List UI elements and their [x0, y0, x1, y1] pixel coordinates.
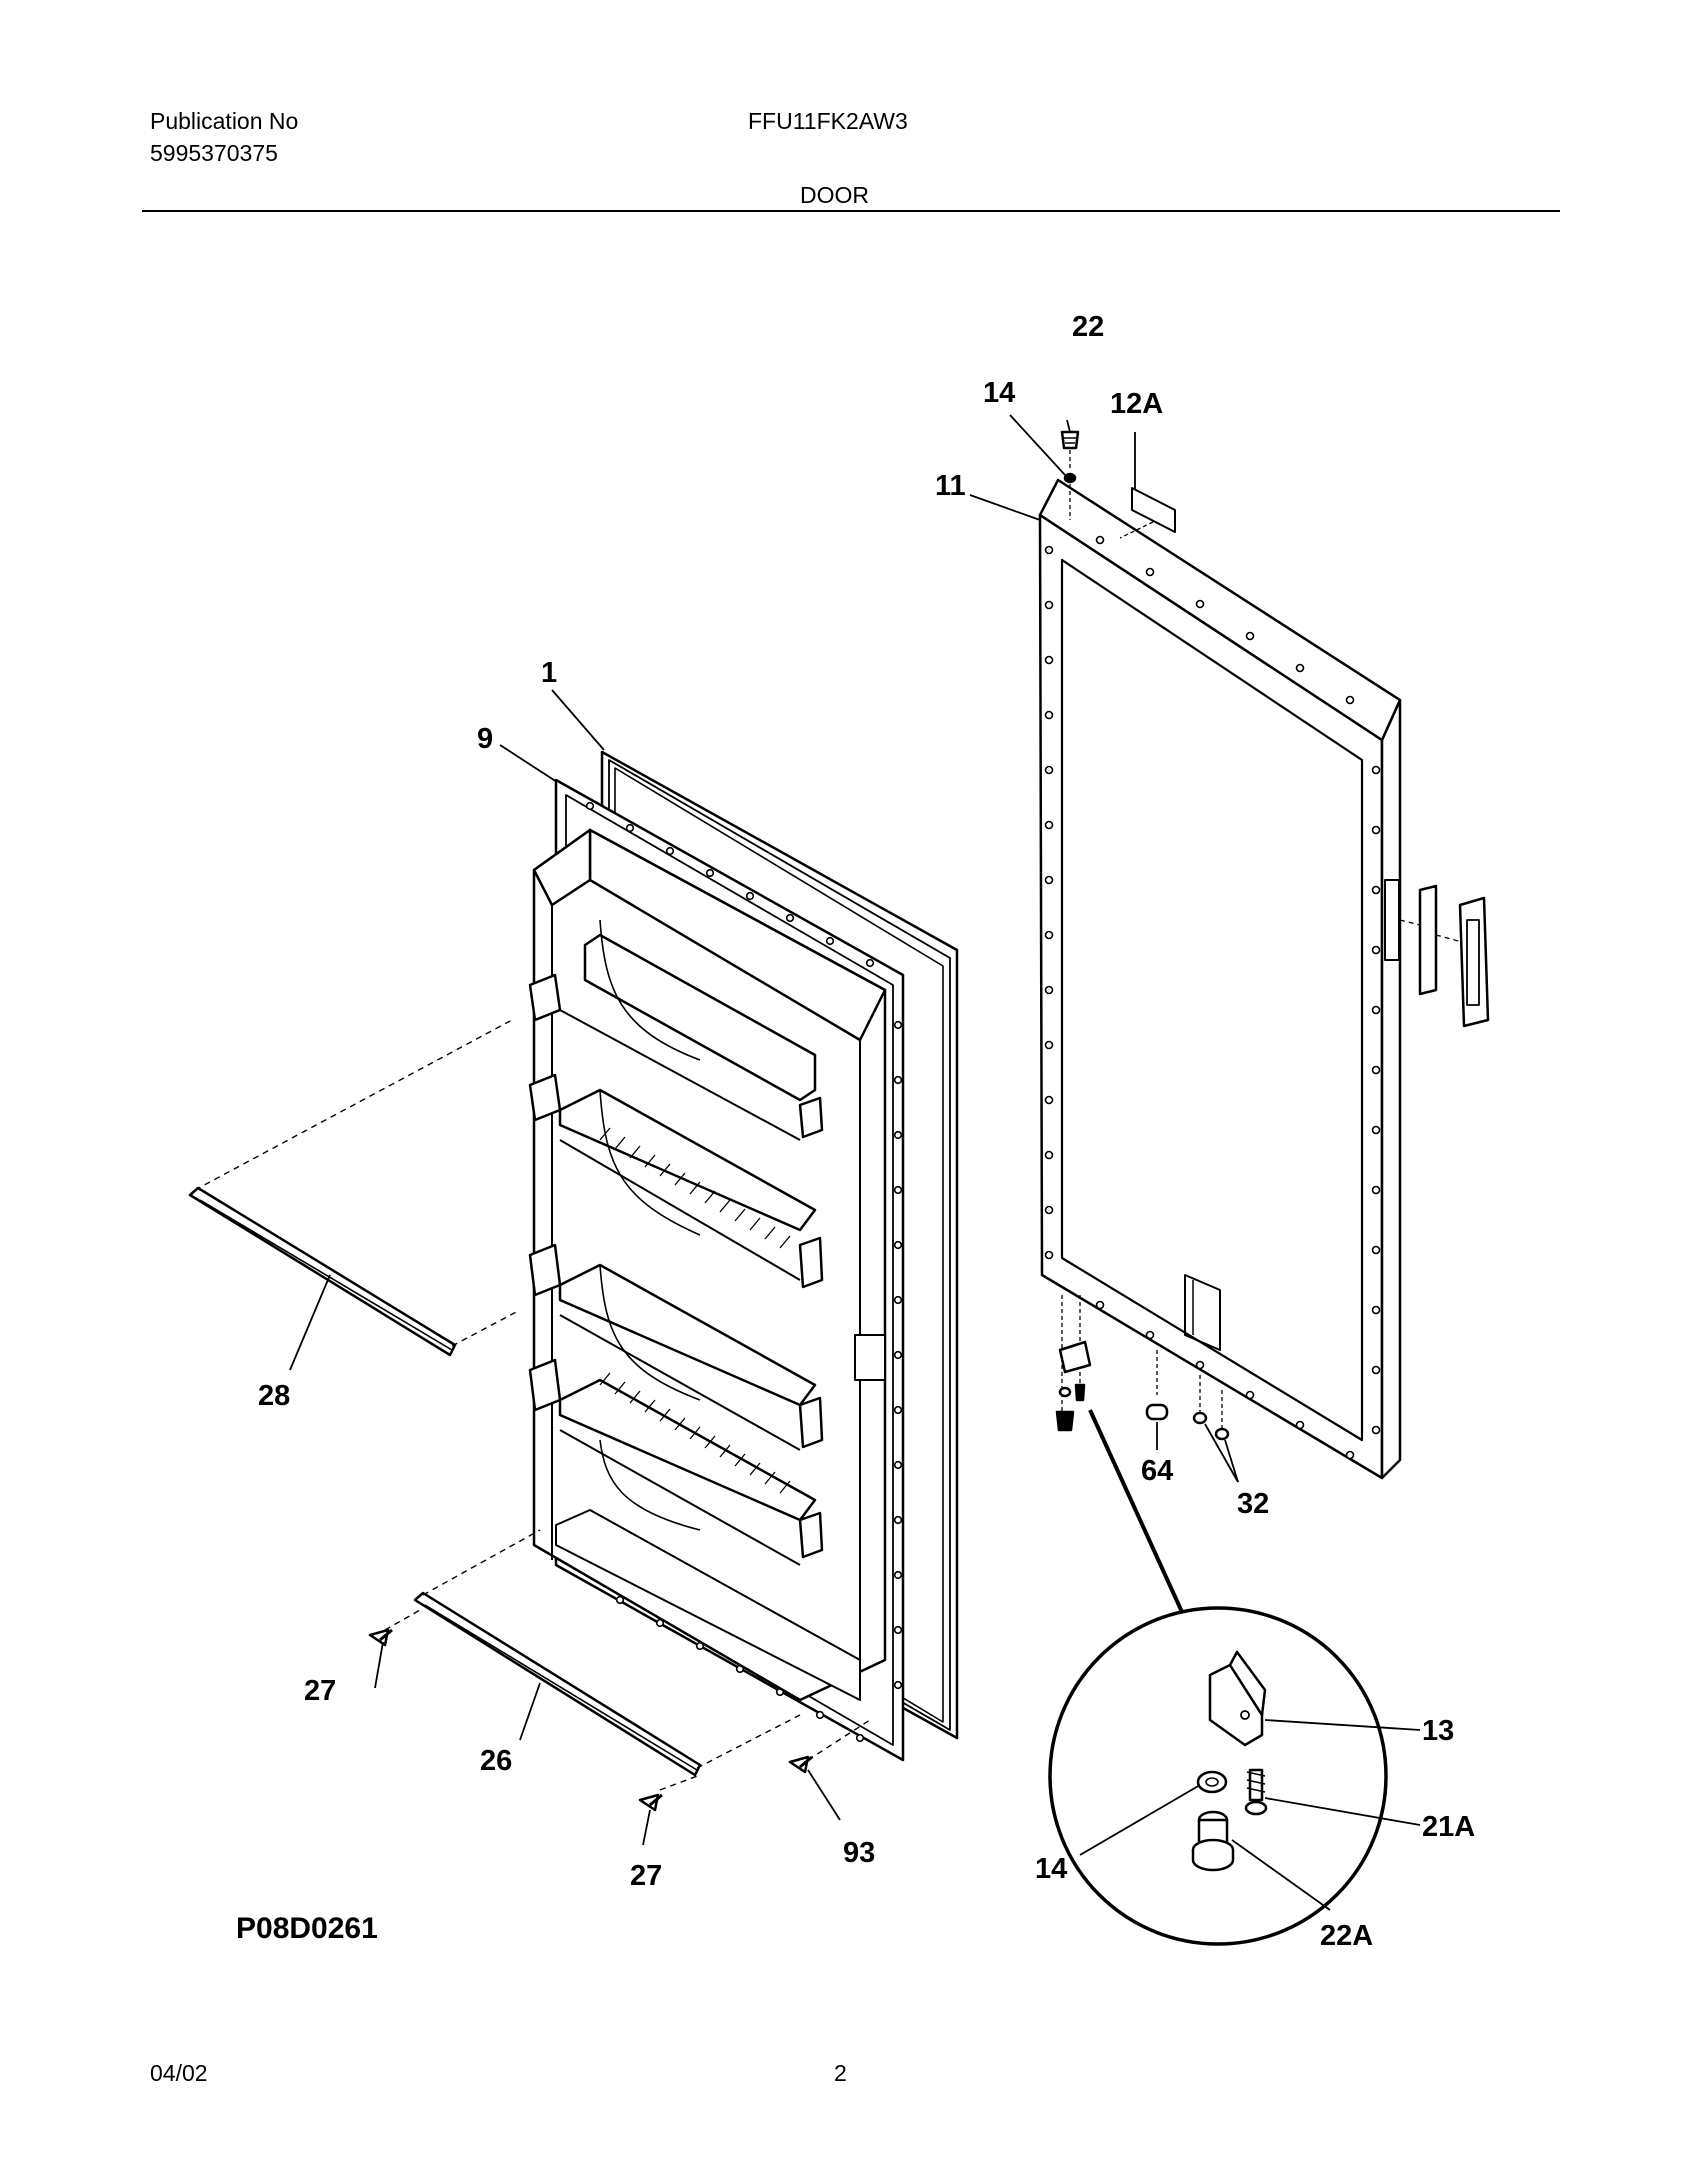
callout-14-top: 14 [983, 377, 1015, 409]
callout-27-left: 27 [304, 1675, 336, 1707]
shelf-rail-28 [188, 1019, 521, 1357]
header-divider [142, 210, 1560, 212]
callout-32: 32 [1237, 1488, 1269, 1520]
bottom-tray [555, 1509, 861, 1701]
bottom-slot [1184, 1274, 1221, 1351]
page-number: 2 [834, 2060, 847, 2086]
callout-1: 1 [541, 657, 557, 689]
callout-21a: 21A [1422, 1811, 1475, 1843]
outer-door-panel [1038, 478, 1402, 1480]
callout-12a: 12A [1110, 388, 1163, 420]
top-hinge-hardware [1060, 430, 1176, 539]
callout-22-top: 22 [1072, 311, 1104, 343]
callout-11: 11 [935, 470, 966, 502]
callout-64: 64 [1141, 1455, 1173, 1487]
screws [368, 1628, 871, 1812]
callout-14-detail: 14 [1035, 1853, 1067, 1885]
outer-panel-holes [1044, 535, 1381, 1460]
callout-13: 13 [1422, 1715, 1454, 1747]
callout-9: 9 [477, 723, 493, 755]
hinge-detail-circle [1048, 1409, 1388, 1946]
leader-lines [289, 414, 1421, 1911]
callout-26: 26 [480, 1745, 512, 1777]
drawing-code: P08D0261 [236, 1912, 378, 1945]
model-number: FFU11FK2AW3 [748, 108, 908, 134]
door-shelf-bays [528, 919, 824, 1566]
callout-27-bottom: 27 [630, 1860, 662, 1892]
callout-28: 28 [258, 1380, 290, 1412]
shelf-ribs [599, 1127, 791, 1494]
callout-22a: 22A [1320, 1920, 1373, 1952]
publication-number: 5995370375 [150, 140, 278, 166]
bottom-hinge-hardware [1055, 1295, 1230, 1441]
footer-date: 04/02 [150, 2060, 208, 2086]
publication-label: Publication No [150, 108, 299, 134]
shelf-rail-26 [384, 1529, 801, 1791]
callout-93: 93 [843, 1837, 875, 1869]
section-title: DOOR [800, 182, 869, 208]
liner-holes [585, 801, 903, 1743]
door-handle [1384, 879, 1490, 1028]
